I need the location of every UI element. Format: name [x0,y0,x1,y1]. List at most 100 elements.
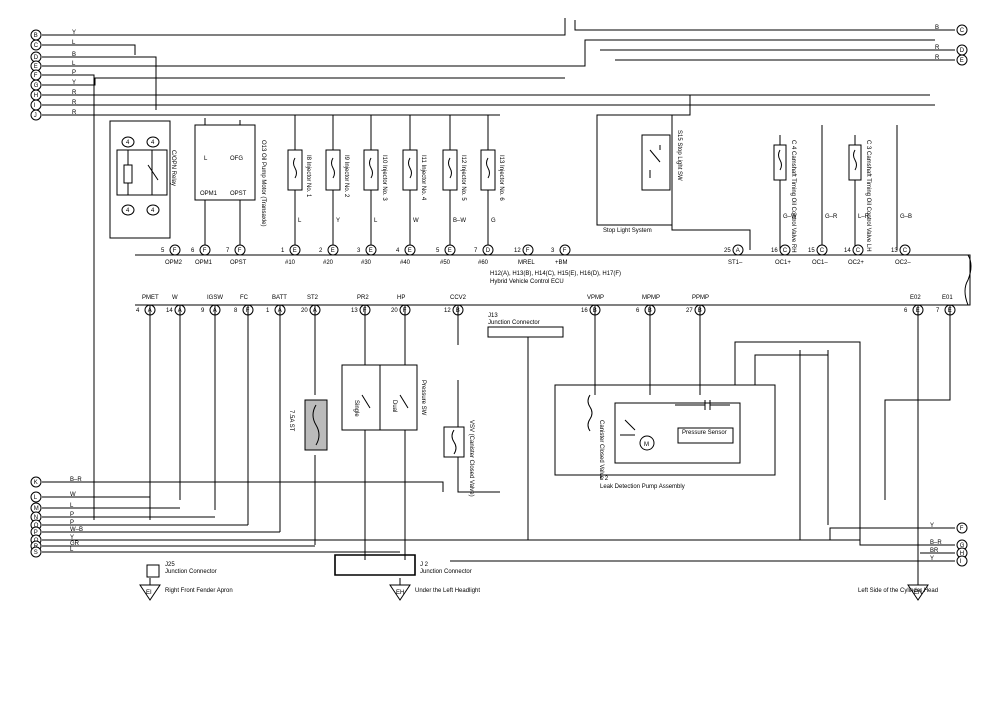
canister-valve-label: Canister Closed Valve [598,420,604,480]
injector-coil-6 [486,157,490,179]
cam-valve-wire-0 [779,125,823,250]
left-terminal-b-letter: B [34,33,38,39]
injector-body-3 [363,149,379,191]
injector-wire-color-6: G [491,218,496,224]
cam-valve-label-0: C 4 Camshaft Timing Oil Control Valve RH [790,140,796,253]
ecu-bottom-pin-num-10: 6 [636,308,640,314]
ecu-top-conn-5-letter: E [369,248,373,254]
injector-body-6 [480,149,496,191]
fuse-7-5a: 7.5A ST [288,399,328,451]
right-terminal-e-letter: E [960,58,964,64]
ecu-top-conn-12-letter: C [783,248,788,254]
ecu-top-conn-7-letter: E [448,248,452,254]
cam-valve-wire-a-1: L–R [858,214,870,220]
bottom-right-terminal-h-letter: H [960,551,964,557]
ground-code-1: EH [396,590,404,596]
left-terminal-d-letter: D [34,55,39,61]
ecu-top-conn-13-circle [816,244,828,256]
ecu-top-conn-6-circle [404,244,416,256]
ecu-top-conn-1-circle [199,244,211,256]
left-wire-color-5: Y [72,80,76,86]
left-wire-color-3: L [72,61,76,67]
left-terminal-i-circle [30,99,42,111]
ecu-top-conn-10-circle [559,244,571,256]
bottom-left-terminal-n-letter: N [34,515,38,521]
bottom-left-color-1: W [70,492,76,498]
ecu-top-pin-num-15: 13 [891,248,898,254]
ecu-top-conn-4-letter: E [331,248,335,254]
j13-id: J13 [488,313,498,319]
ecu-top-conn-14-circle [852,244,864,256]
bottom-right-color-0: Y [930,523,934,529]
right-wire-color-2: R [935,55,940,61]
top-bus-wires [42,18,955,520]
injector-wire-color-4: W [413,218,419,224]
stop-light-system-label: Stop Light System [603,228,652,234]
vsv-canister: VSV (Canister Closed Valve) [443,420,474,497]
ecu-bottom-pin-num-13: 7 [936,308,940,314]
ecu-top-conn-3-letter: E [293,248,297,254]
left-terminal-c-letter: C [34,43,39,49]
ecu-bottom-pin-num-0: 4 [136,308,140,314]
bottom-left-color-5: W–B [70,527,83,533]
j2-id: J 2 [420,562,429,568]
bottom-left-terminal-k-letter: K [34,480,38,486]
bottom-left-terminal-s-letter: S [34,550,38,556]
bottom-left-color-8: L [70,547,74,553]
j13-label: Junction Connector [488,320,540,326]
pressure-mode-dual: Dual [391,400,397,412]
bottom-left-terminal-l-letter: L [34,495,38,501]
relay-pin-1: 4 [126,140,130,146]
ecu-top-conn-0-letter: F [173,248,177,254]
ecu-top-conn-13-letter: C [820,248,825,254]
left-wire-color-6: R [72,90,77,96]
bottom-left-color-7: GR [70,541,80,547]
relay-pin-7: 4 [126,208,130,214]
cam-valve-wire-1 [854,125,898,250]
ecu-top-conn-12-circle [779,244,791,256]
injector-label-3: I10 Injector No. 3 [381,155,387,201]
right-terminal-e-circle [956,54,968,66]
left-terminal-h-letter: H [34,93,38,99]
injector-coil-3 [369,157,373,179]
left-wire-color-2: B [72,52,76,58]
ground-label-1: Under the Left Headlight [415,588,480,594]
ecu-bottom-pin-name-11: PPMP [692,295,709,301]
ecu-top-conn-2-circle [234,244,246,256]
left-wire-color-1: L [72,40,76,46]
ecu-top-pin-name-8: #60 [478,260,489,266]
leak-detection-pump: M Pressure Sensor Canister Closed Valve … [554,384,776,490]
ecu-bottom-pin-num-5: 20 [301,308,308,314]
ecu-bottom-pin-num-2: 9 [201,308,205,314]
oil-pump-motor: L OFG OPM1 OPST O13 Oil Pump Motor (Tran… [194,118,266,250]
ecu-top-pin-name-7: #50 [440,260,451,266]
cam-valve-coil-0 [778,149,782,171]
cam-valve-label-1: C 3 Camshaft Timing Oil Control Valve LH [865,140,871,252]
bottom-left-color-6: Y [70,535,74,541]
bottom-left-terminal-l-circle [30,491,42,503]
right-wire-color-0: B [935,25,939,31]
left-terminal-j-circle [30,109,42,121]
ecu-top-pin-num-6: 4 [396,248,400,254]
ecu-bottom-pin-num-4: 1 [266,308,270,314]
ecu-top-conn-5-circle [365,244,377,256]
injector-wire-color-3: L [374,218,378,224]
injector-label-6: I13 Injector No. 6 [498,155,504,201]
ecu-top-pin-num-3: 1 [281,248,285,254]
left-terminal-j-letter: J [34,113,37,119]
bottom-left-color-4: P [70,520,74,526]
ecu-top-pin-num-8: 7 [474,248,478,254]
bottom-left-color-3: P [70,512,74,518]
ecu-bottom-pin-num-1: 14 [166,308,173,314]
injector-coil-5 [448,157,452,179]
cam-valve-wire-b-0: G–R [825,214,838,220]
injector-coil-2 [331,157,335,179]
ecu-top-pin-name-3: #10 [285,260,296,266]
ecu-bottom-pin-name-1: W [172,295,178,301]
pump-motor-m: M [644,442,649,448]
ecu-bottom-pin-name-0: PMET [142,295,159,301]
ecu-bottom-pin-num-12: 6 [904,308,908,314]
